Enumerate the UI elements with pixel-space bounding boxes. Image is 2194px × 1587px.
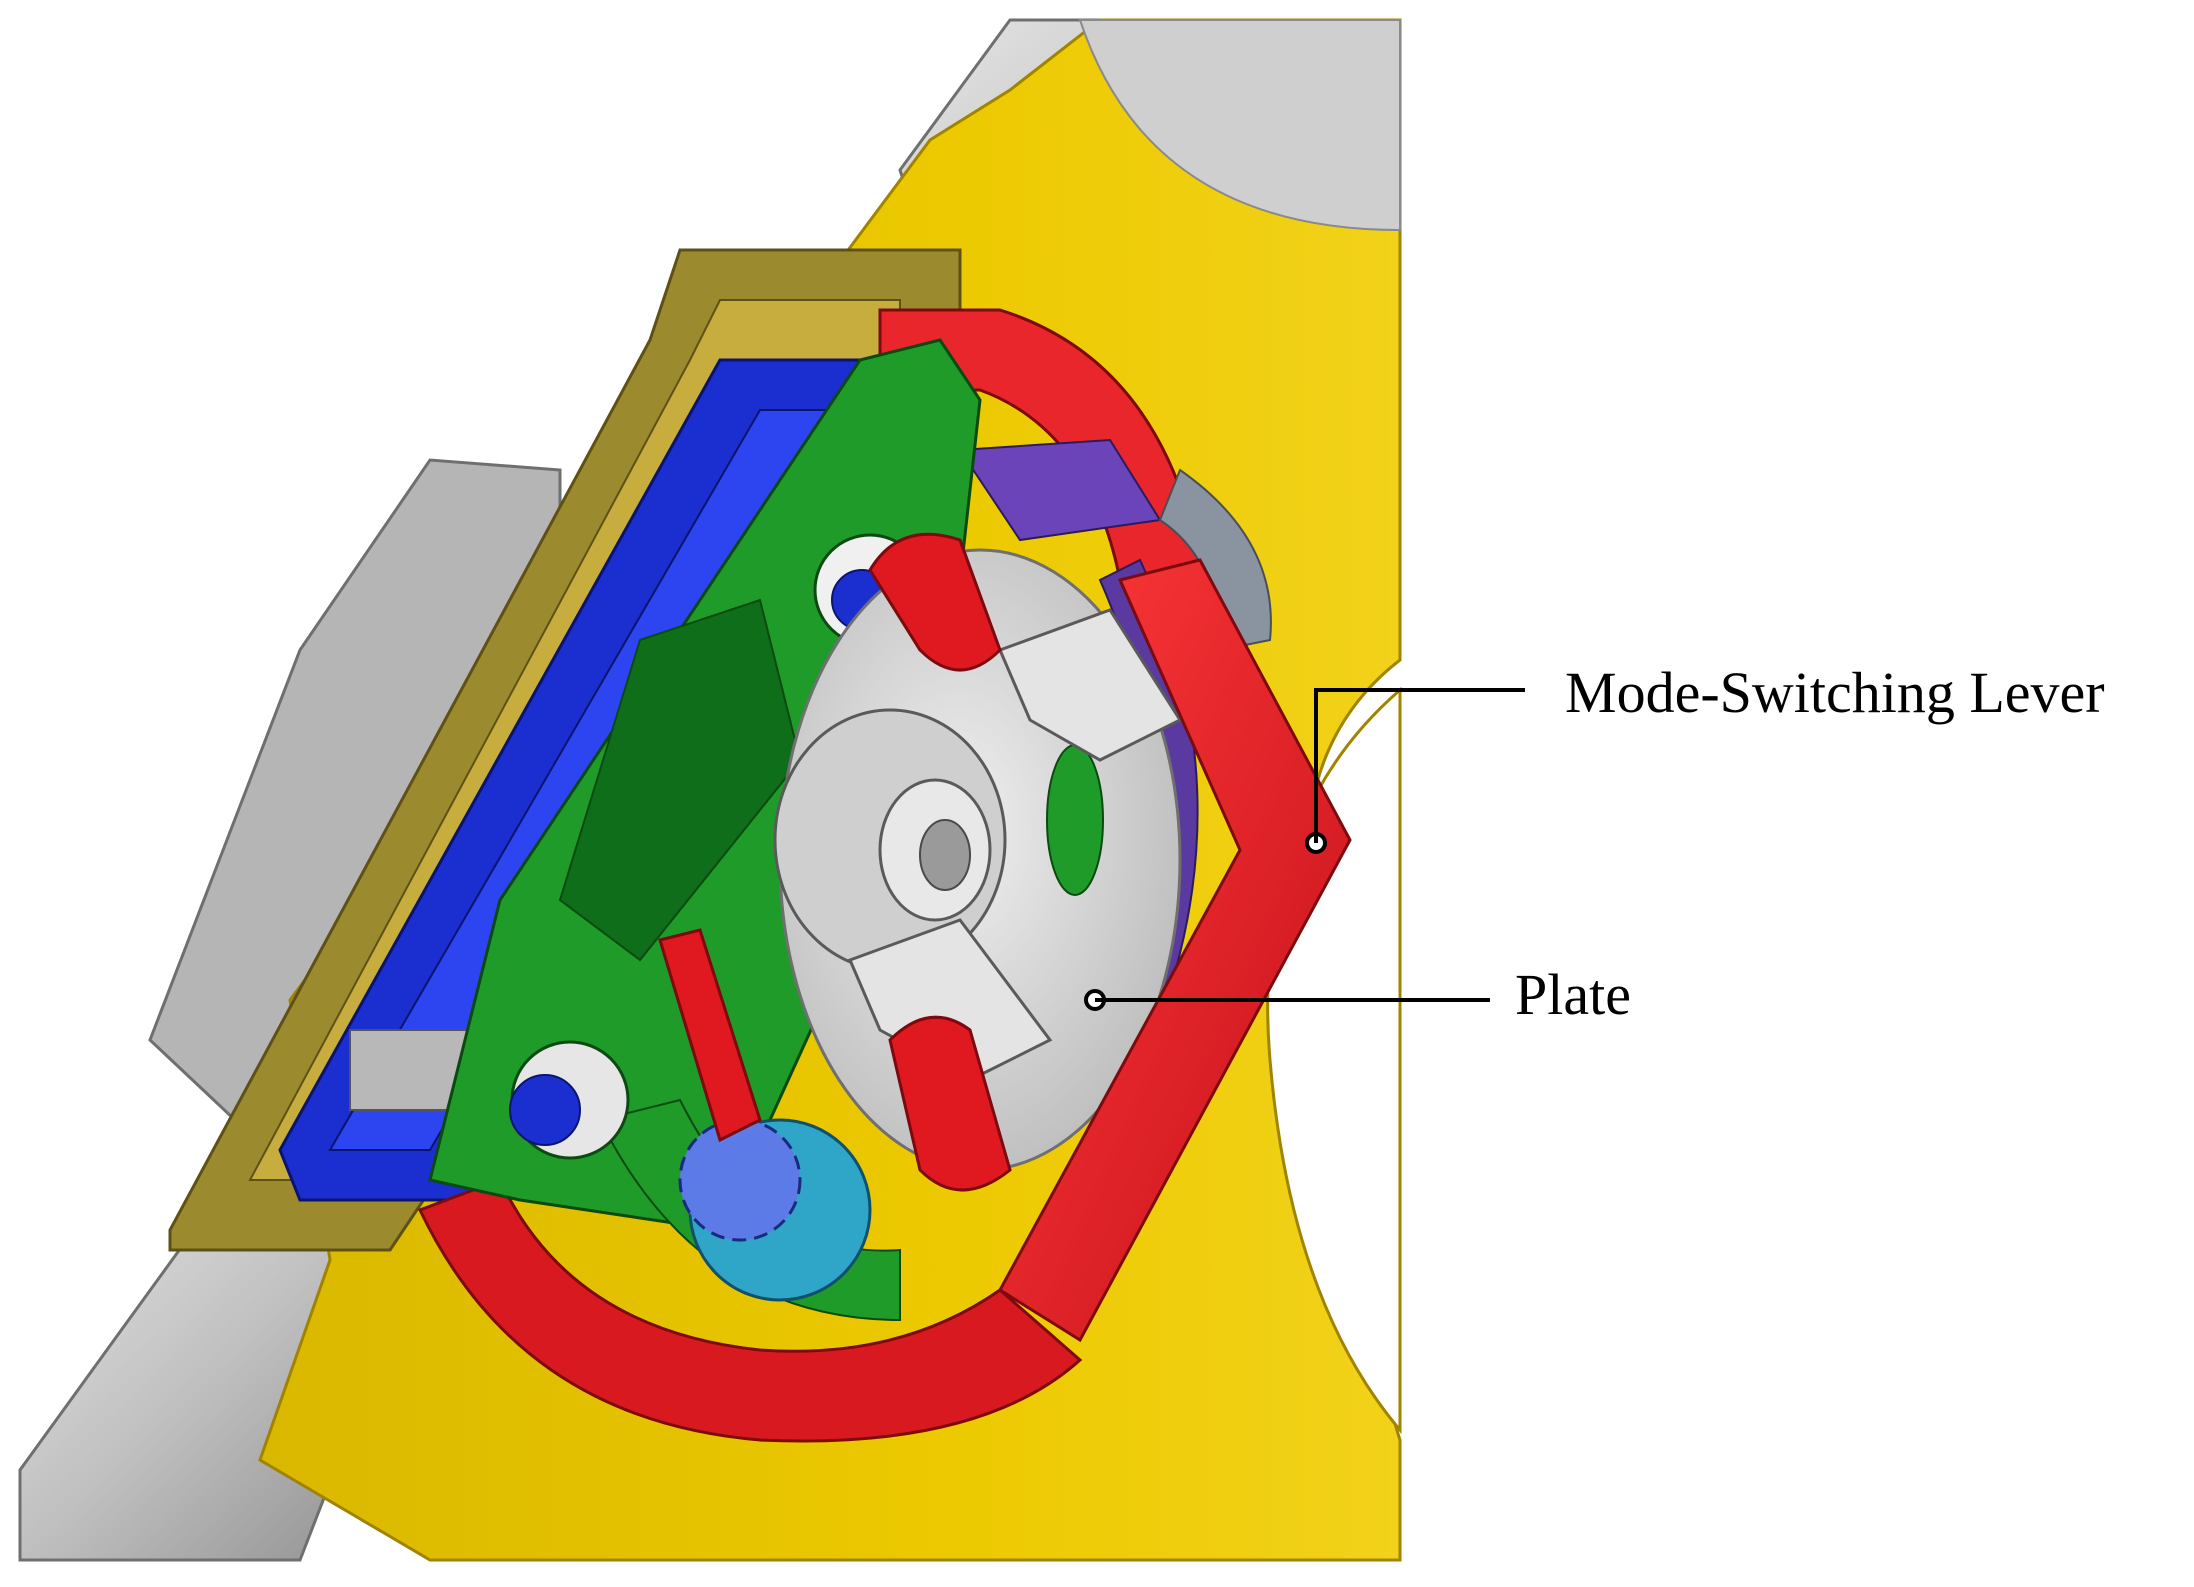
green-carrier-dark-band [558, 598, 802, 962]
lever-arm-lower [888, 1015, 1012, 1192]
red-ring-lower [417, 1178, 1083, 1443]
blue-gear-teeth [678, 1118, 802, 1242]
lever-arm-left [658, 928, 762, 1143]
cyan-gear [678, 1118, 872, 1302]
label-mode-switching-lever: Mode-Switching Lever [1565, 660, 2105, 725]
silver-plate-assembly [773, 548, 1183, 1172]
callout-line-lever [1314, 688, 1525, 843]
lever-frame [998, 558, 1352, 1343]
yellow-cutout-top [1078, 19, 1401, 232]
lever-arm-upper [868, 532, 1002, 672]
gray-ring-right [1158, 468, 1272, 652]
plate-hub-bore [919, 819, 971, 891]
blue-pin-lower [509, 1074, 581, 1146]
plate-arm-upper [997, 608, 1183, 762]
green-window [1046, 744, 1104, 896]
label-plate: Plate [1515, 962, 1631, 1027]
red-mode-switching-lever [658, 532, 1352, 1343]
callout-lines [1095, 688, 1525, 1002]
